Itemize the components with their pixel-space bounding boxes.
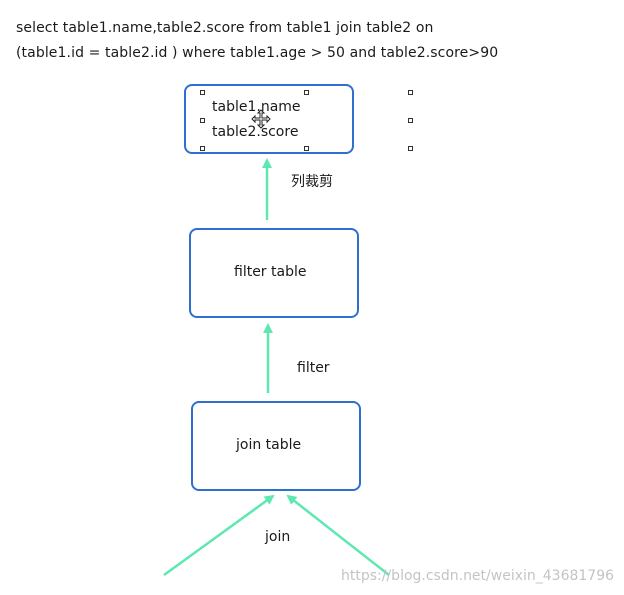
edge-right-input-to-join — [286, 494, 390, 576]
filter-table-node[interactable]: filter table — [189, 228, 359, 318]
edge-left-input-to-join — [163, 494, 275, 577]
resize-handle-icon[interactable] — [304, 90, 309, 95]
resize-handle-icon[interactable] — [200, 118, 205, 123]
edge-label-join: join — [265, 529, 291, 545]
projection-column-2: table2.score — [212, 124, 299, 140]
resize-handle-icon[interactable] — [408, 146, 413, 151]
resize-handle-icon[interactable] — [408, 118, 413, 123]
sql-query-line-1: select table1.name,table2.score from tab… — [16, 20, 434, 36]
edge-label-filter: filter — [297, 360, 330, 376]
sql-query-line-2: (table1.id = table2.id ) where table1.ag… — [16, 45, 499, 61]
projection-column-1: table1.name — [212, 99, 301, 115]
resize-handle-icon[interactable] — [304, 146, 309, 151]
edge-label-column-prune: 列裁剪 — [291, 174, 333, 190]
resize-handle-icon[interactable] — [200, 146, 205, 151]
join-table-node[interactable]: join table — [191, 401, 361, 491]
watermark-text: https://blog.csdn.net/weixin_43681796 — [341, 568, 615, 584]
join-table-label: join table — [236, 437, 302, 453]
resize-handle-icon[interactable] — [408, 90, 413, 95]
resize-handle-icon[interactable] — [200, 90, 205, 95]
move-cursor-icon — [251, 109, 271, 129]
filter-table-label: filter table — [234, 264, 307, 280]
